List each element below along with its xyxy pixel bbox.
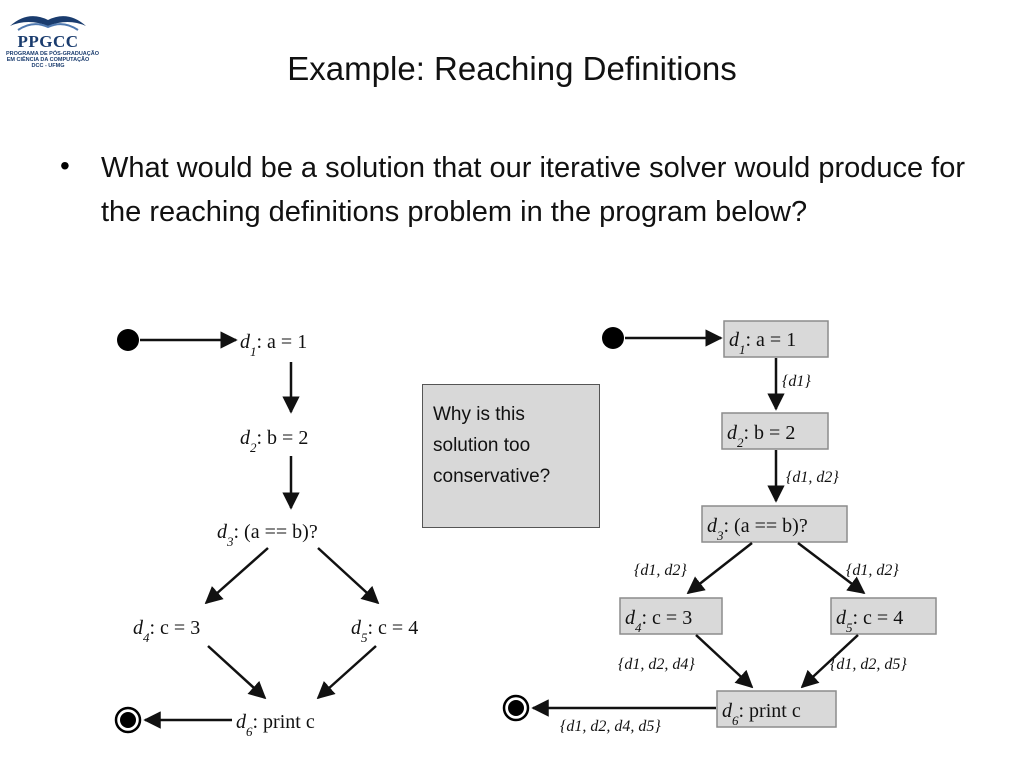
callout-text: Why is this solution too conservative?	[433, 404, 551, 487]
right-set-exit: {d1, d2, d4, d5}	[560, 718, 661, 735]
right-set-d3-left: {d1, d2}	[634, 562, 687, 579]
bullet-dot: •	[60, 150, 70, 181]
right-node-d4-box	[619, 597, 723, 635]
right-set-after-d4: {d1, d2, d4}	[618, 656, 695, 673]
logo-line-2: EM CIÊNCIA DA COMPUTAÇÃO	[6, 57, 90, 63]
left-node-d4: d4: c = 3	[133, 617, 200, 645]
right-node-d5-box	[830, 597, 937, 635]
right-edge-d4-d6	[695, 634, 754, 689]
right-set-after-d2: {d1, d2}	[786, 469, 839, 486]
left-node-d6: d6: print c	[236, 711, 315, 739]
callout-box: Why is this solution too conservative?	[422, 384, 600, 528]
left-node-d2: d2: b = 2	[240, 427, 308, 455]
left-cfg: d1: a = 1 d2: b = 2 d3: (a == b)? d4: c …	[114, 329, 418, 739]
left-node-d3: d3: (a == b)?	[217, 521, 318, 549]
right-edge-d3-d4	[686, 542, 753, 595]
left-edge-d4-d6	[207, 645, 267, 700]
left-edge-d5-d6	[316, 645, 377, 700]
right-node-d5: d5: c = 4	[836, 607, 903, 635]
right-set-after-d5: {d1, d2, d5}	[830, 656, 907, 673]
right-entry-node	[602, 327, 624, 349]
right-exit-node	[502, 694, 530, 722]
logo-line-3: DCC - UFMG	[31, 63, 65, 69]
logo-line-1: PROGRAMA DE PÓS-GRADUAÇÃO	[6, 51, 99, 57]
roof-logo-icon	[10, 16, 86, 31]
left-node-d5: d5: c = 4	[351, 617, 418, 645]
ppgcc-logo: PPGCC PROGRAMA DE PÓS-GRADUAÇÃO EM CIÊNC…	[6, 6, 99, 70]
right-cfg: d1: a = 1 {d1} d2: b = 2 {d1, d2} d3: (a…	[502, 320, 937, 735]
logo-name: PPGCC	[17, 32, 79, 51]
slide-title: Example: Reaching Definitions	[287, 50, 737, 87]
right-set-after-d1: {d1}	[782, 373, 811, 390]
right-node-d2-box	[721, 412, 829, 450]
left-exit-node	[114, 706, 142, 734]
right-node-d3: d3: (a == b)?	[707, 515, 808, 543]
bullet-text: What would be a solution that our iterat…	[101, 152, 966, 228]
right-edge-d3-d5	[797, 542, 866, 595]
right-node-d6: d6: print c	[722, 700, 801, 728]
left-entry-node	[117, 329, 139, 351]
right-node-d6-box	[716, 690, 837, 728]
right-node-d3-box	[701, 505, 848, 543]
left-edge-d3-d5	[317, 547, 380, 605]
left-edge-d3-d4	[204, 547, 269, 605]
right-node-d1: d1: a = 1	[729, 329, 796, 357]
right-node-d4: d4: c = 3	[625, 607, 692, 635]
right-set-d3-right: {d1, d2}	[846, 562, 899, 579]
right-node-d1-box	[723, 320, 829, 358]
right-exit-node-core	[508, 700, 524, 716]
left-exit-node-core	[120, 712, 136, 728]
right-edge-d5-d6	[800, 634, 859, 689]
right-node-d2: d2: b = 2	[727, 422, 795, 450]
left-node-d1: d1: a = 1	[240, 331, 307, 359]
